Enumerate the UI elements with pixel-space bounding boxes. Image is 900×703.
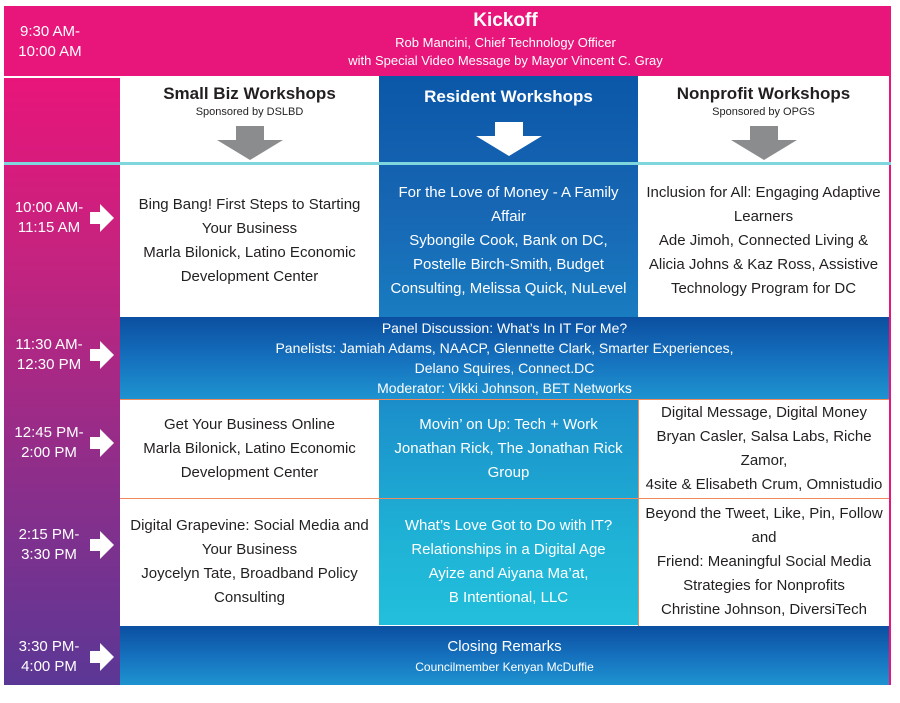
session-time-3: 2:15 PM-3:30 PM (8, 522, 120, 568)
time-label: 3:30 PM-4:00 PM (18, 638, 80, 675)
closing-title: Closing Remarks (447, 637, 562, 655)
track-sponsor: Sponsored by DSLBD (195, 105, 304, 118)
session-time-2: 12:45 PM-2:00 PM (8, 420, 120, 466)
panel-moderator: Moderator: Vikki Johnson, BET Networks (377, 380, 632, 396)
session-line: Consulting, Melissa Quick, NuLevel (390, 280, 627, 297)
time-column (4, 78, 120, 685)
session-line: For the Love of Money - A Family (398, 184, 619, 201)
track-sponsor: Sponsored by OPGS (712, 105, 815, 118)
closing-speaker: Councilmember Kenyan McDuffie (415, 659, 594, 674)
right-arrow-icon (90, 341, 114, 369)
closing-remarks-band: Closing Remarks Councilmember Kenyan McD… (120, 626, 889, 685)
session-line: Strategies for Nonprofits (683, 577, 845, 594)
session-line: Digital Message, Digital Money (661, 404, 867, 421)
session-line: Friend: Meaningful Social Media (656, 553, 872, 570)
session-small-biz-3: Digital Grapevine: Social Media and Your… (120, 499, 379, 625)
session-resident-1: For the Love of Money - A Family Affair … (379, 166, 638, 316)
track-header-resident: Resident Workshops (379, 78, 638, 164)
column-divider (638, 399, 639, 626)
right-arrow-icon (90, 204, 114, 232)
kickoff-banner (4, 6, 891, 76)
session-line: Sybongile Cook, Bank on DC, (409, 232, 608, 249)
session-line: Ayize and Aiyana Ma’at, (428, 565, 589, 582)
panel-title: Panel Discussion: What’s In IT For Me? (381, 320, 628, 336)
row-divider (120, 498, 889, 499)
session-nonprofit-2: Digital Message, Digital Money Bryan Cas… (639, 400, 889, 498)
track-header-small-biz: Small Biz Workshops Sponsored by DSLBD (120, 78, 379, 164)
track-title: Small Biz Workshops (163, 83, 336, 103)
session-line: B Intentional, LLC (448, 589, 569, 606)
session-nonprofit-1: Inclusion for All: Engaging Adaptive Lea… (638, 166, 889, 316)
panel-line: Delano Squires, Connect.DC (414, 360, 595, 376)
session-line: Development Center (180, 268, 319, 285)
session-line: Postelle Birch-Smith, Budget (413, 256, 604, 273)
session-line: Marla Bilonick, Latino Economic (143, 244, 356, 261)
right-arrow-icon (90, 429, 114, 457)
track-header-nonprofit: Nonprofit Workshops Sponsored by OPGS (638, 78, 889, 164)
session-line: Alicia Johns & Kaz Ross, Assistive (648, 256, 879, 273)
kickoff-title: Kickoff (473, 10, 538, 31)
time-label: 10:00 AM-11:15 AM (14, 199, 84, 236)
track-title: Nonprofit Workshops (676, 83, 851, 103)
kickoff-speaker: Rob Mancini, Chief Technology Officer (395, 35, 616, 50)
session-line: Marla Bilonick, Latino Economic (143, 440, 356, 457)
session-line: What’s Love Got to Do with IT? (404, 517, 613, 534)
session-line: Joycelyn Tate, Broadband Policy (141, 565, 358, 582)
session-resident-2: Movin’ on Up: Tech + Work Jonathan Rick,… (379, 400, 638, 498)
session-nonprofit-3: Beyond the Tweet, Like, Pin, Follow and … (639, 499, 889, 625)
session-small-biz-1: Bing Bang! First Steps to Starting Your … (120, 166, 379, 316)
right-arrow-icon (90, 643, 114, 671)
session-line: Affair (491, 208, 526, 225)
panel-time: 11:30 AM-12:30 PM (8, 332, 120, 378)
session-line: Group (487, 464, 530, 481)
kickoff-time: 9:30 AM-10:00 AM (18, 23, 82, 60)
time-label: 11:30 AM-12:30 PM (15, 336, 83, 373)
session-small-biz-2: Get Your Business Online Marla Bilonick,… (120, 400, 379, 498)
kickoff-video-message: with Special Video Message by Mayor Vinc… (348, 53, 663, 68)
session-line: Ade Jimoh, Connected Living & (658, 232, 869, 249)
session-line: Jonathan Rick, The Jonathan Rick (394, 440, 623, 457)
session-line: Movin’ on Up: Tech + Work (419, 416, 598, 433)
session-line: Development Center (180, 464, 319, 481)
session-line: Bing Bang! First Steps to Starting (138, 196, 361, 213)
header-divider (4, 162, 891, 165)
session-line: Your Business (201, 220, 298, 237)
session-time-1: 10:00 AM-11:15 AM (8, 195, 120, 241)
time-label: 12:45 PM-2:00 PM (14, 424, 84, 461)
down-arrow-icon (475, 122, 542, 156)
session-line: Learners (733, 208, 794, 225)
down-arrow-icon (216, 125, 283, 160)
panel-discussion-band: Panel Discussion: What’s In IT For Me? P… (120, 317, 889, 399)
session-line: Relationships in a Digital Age (411, 541, 606, 558)
closing-time: 3:30 PM-4:00 PM (8, 634, 120, 680)
session-line: Digital Grapevine: Social Media and (130, 517, 369, 534)
session-line: Beyond the Tweet, Like, Pin, Follow and (645, 505, 883, 546)
right-border (889, 76, 891, 685)
session-line: Christine Johnson, DiversiTech (661, 601, 867, 618)
session-line: Your Business (201, 541, 298, 558)
session-line: Get Your Business Online (164, 416, 335, 433)
session-line: 4site & Elisabeth Crum, Omnistudio (645, 476, 883, 493)
session-line: Technology Program for DC (670, 280, 857, 297)
panel-line: Panelists: Jamiah Adams, NAACP, Glennett… (275, 340, 734, 356)
session-line: Consulting (214, 589, 285, 606)
track-title: Resident Workshops (424, 87, 593, 106)
row-divider (120, 399, 889, 400)
time-label: 2:15 PM-3:30 PM (18, 526, 80, 563)
session-line: Bryan Casler, Salsa Labs, Riche Zamor, (656, 428, 872, 469)
right-arrow-icon (90, 531, 114, 559)
session-resident-3: What’s Love Got to Do with IT? Relations… (379, 499, 638, 625)
session-line: Inclusion for All: Engaging Adaptive (646, 184, 881, 201)
down-arrow-icon (730, 125, 797, 160)
